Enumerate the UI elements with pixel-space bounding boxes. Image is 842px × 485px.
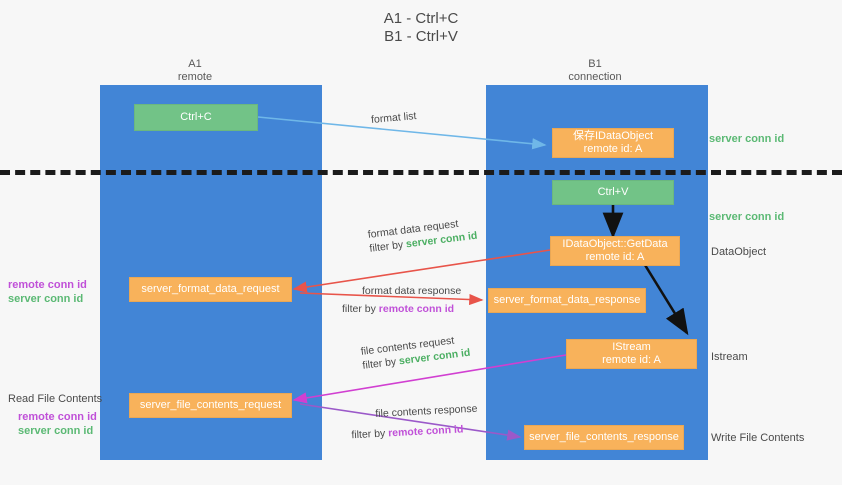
- edge-file-contents-response-filter: filter by remote conn id: [351, 422, 479, 443]
- right-label-write-file-contents: Write File Contents: [711, 432, 805, 444]
- edge-format-data-response-filter: filter by remote conn id: [342, 302, 461, 316]
- left-label-remote-conn-id-2: remote conn id: [18, 411, 97, 423]
- node-server-file-contents-request-label: server_file_contents_request: [139, 399, 282, 411]
- node-ctrl-v-label: Ctrl+V: [597, 186, 629, 198]
- filter-remote-conn-id-1: remote conn id: [378, 303, 455, 315]
- filter-by-text-2: filter by: [342, 303, 376, 315]
- node-save-idataobject[interactable]: 保存IDataObject remote id: A: [552, 128, 674, 158]
- node-server-file-contents-request[interactable]: server_file_contents_request: [129, 393, 292, 418]
- edge-label-file-contents-request: file contents request filter by server c…: [360, 332, 471, 373]
- left-label-remote-conn-id-1: remote conn id: [8, 279, 87, 291]
- column-header-a1: A1 remote: [130, 58, 260, 84]
- right-label-dataobject: DataObject: [711, 246, 767, 258]
- node-istream-line2: remote id: A: [602, 354, 661, 366]
- left-label-group-1: remote conn id server conn id: [8, 278, 87, 306]
- edge-label-file-contents-response: file contents response filter by remote …: [351, 402, 479, 442]
- node-save-idataobject-line2: remote id: A: [583, 143, 643, 155]
- edge-file-contents-response-text: file contents response: [375, 402, 478, 420]
- node-idataobject-getdata-line2: remote id: A: [585, 251, 645, 263]
- node-server-format-data-response-label: server_format_data_response: [493, 294, 641, 306]
- filter-by-text-3: filter by: [361, 355, 397, 372]
- column-b1-sub: connection: [568, 71, 622, 83]
- node-ctrl-c[interactable]: Ctrl+C: [134, 104, 258, 131]
- left-label-server-conn-id-2: server conn id: [18, 425, 94, 437]
- right-label-server-conn-id-2: server conn id: [709, 211, 785, 223]
- edge-label-format-data-response: format data response filter by remote co…: [342, 284, 462, 316]
- node-server-format-data-response[interactable]: server_format_data_response: [488, 288, 646, 313]
- node-ctrl-c-label: Ctrl+C: [180, 111, 212, 123]
- edge-label-format-list-text: format list: [370, 110, 417, 126]
- right-label-istream: Istream: [711, 351, 748, 363]
- node-idataobject-getdata-line1: IDataObject::GetData: [562, 238, 668, 250]
- left-label-read-file-contents: Read File Contents: [8, 393, 103, 405]
- edge-format-data-response-text: format data response: [362, 285, 462, 297]
- node-istream[interactable]: IStream remote id: A: [566, 339, 697, 369]
- node-server-format-data-request[interactable]: server_format_data_request: [129, 277, 292, 302]
- column-a1-sub: remote: [177, 71, 213, 83]
- filter-by-text-4: filter by: [351, 427, 386, 442]
- node-istream-line1: IStream: [612, 341, 651, 353]
- node-idataobject-getdata[interactable]: IDataObject::GetData remote id: A: [550, 236, 680, 266]
- title-line-1: A1 - Ctrl+C: [383, 10, 459, 27]
- column-header-b1: B1 connection: [530, 58, 660, 84]
- edge-label-format-data-request: format data request filter by server con…: [367, 215, 478, 256]
- left-label-group-2: Read File Contents remote conn id server…: [8, 392, 102, 438]
- node-save-idataobject-line1: 保存IDataObject: [572, 130, 654, 142]
- section-divider: [0, 170, 842, 175]
- node-server-file-contents-response[interactable]: server_file_contents_response: [524, 425, 684, 450]
- title-line-2: B1 - Ctrl+V: [384, 28, 458, 45]
- node-ctrl-v[interactable]: Ctrl+V: [552, 180, 674, 205]
- node-server-format-data-request-label: server_format_data_request: [141, 283, 280, 295]
- edge-label-format-list: format list: [370, 109, 417, 127]
- page-title: A1 - Ctrl+C B1 - Ctrl+V: [0, 10, 842, 46]
- column-b1-name: B1: [588, 58, 602, 70]
- column-a1-name: A1: [188, 58, 202, 70]
- filter-by-text-1: filter by: [368, 238, 404, 255]
- right-label-server-conn-id-1: server conn id: [709, 133, 785, 145]
- left-label-server-conn-id-1: server conn id: [8, 293, 84, 305]
- filter-remote-conn-id-2: remote conn id: [387, 423, 464, 440]
- node-server-file-contents-response-label: server_file_contents_response: [529, 431, 679, 443]
